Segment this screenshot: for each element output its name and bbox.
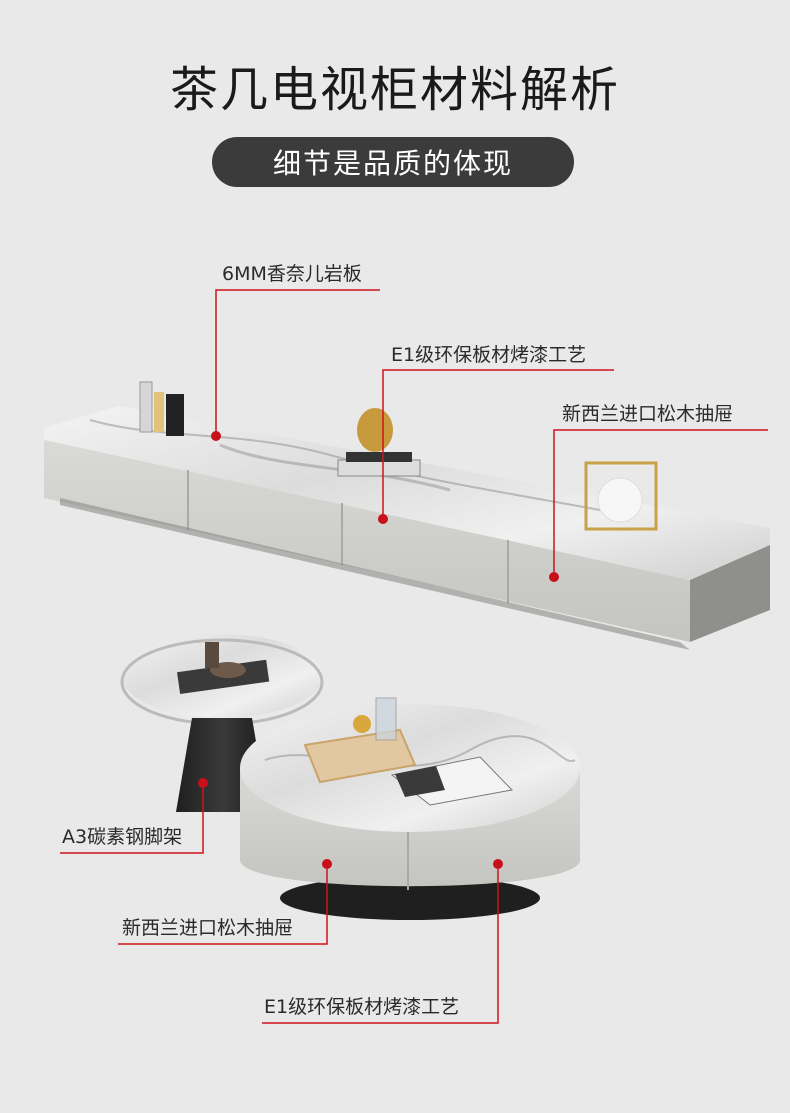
callout-label-table-drawer: 新西兰进口松木抽屉 <box>122 917 294 939</box>
callout-line-table-drawer <box>118 864 328 945</box>
tv-cabinet-base <box>60 498 690 650</box>
subtitle-pill: 细节是品质的体现 <box>212 137 574 187</box>
glass-decanter <box>375 697 397 741</box>
flower-decor <box>353 715 371 733</box>
coffee-table-top <box>240 704 580 832</box>
coffee-table-base <box>280 876 540 920</box>
serving-tray <box>303 728 417 784</box>
tv-decor <box>139 381 658 531</box>
marker-dot <box>378 514 388 524</box>
lamp-globe <box>597 477 643 523</box>
tv-cabinet-top <box>44 406 770 580</box>
vase-decor <box>139 381 153 433</box>
marble-vein <box>219 443 451 492</box>
marker-dot <box>198 778 208 788</box>
vase-decor <box>166 394 184 436</box>
callout-label-table-panel: E1级环保板材烤漆工艺 <box>264 996 460 1018</box>
callout-line-table-panel <box>262 864 499 1024</box>
callout-label-tv-panel: E1级环保板材烤漆工艺 <box>391 344 587 366</box>
tv-cabinet <box>44 406 770 650</box>
page-title: 茶几电视柜材料解析 <box>169 62 620 118</box>
gold-figure <box>357 408 393 452</box>
marker-dot <box>549 572 559 582</box>
callout-label-tv-top: 6MM香奈儿岩板 <box>222 263 362 285</box>
tv-cabinet-front <box>44 440 690 642</box>
magazine-page <box>395 766 445 797</box>
subtitle-text: 细节是品质的体现 <box>272 147 513 180</box>
book-stack <box>346 452 412 462</box>
vase-decor <box>154 392 164 432</box>
tv-cabinet-side <box>690 545 770 642</box>
marker-dot <box>322 859 332 869</box>
callout-line-table-leg <box>60 783 204 854</box>
callout-line-tv-top <box>215 289 380 434</box>
callout-line-tv-panel <box>382 369 614 519</box>
marker-dot <box>493 859 503 869</box>
callout-label-tv-drawer: 新西兰进口松木抽屉 <box>562 403 734 425</box>
marble-vein <box>89 419 601 511</box>
round-coffee-table <box>240 697 580 920</box>
gold-cube-lamp <box>584 461 658 531</box>
callout-label-table-leg: A3碳素钢脚架 <box>62 826 183 848</box>
callout-line-tv-drawer <box>553 429 768 577</box>
side-table-vase <box>205 642 219 668</box>
marker-dot <box>211 431 221 441</box>
